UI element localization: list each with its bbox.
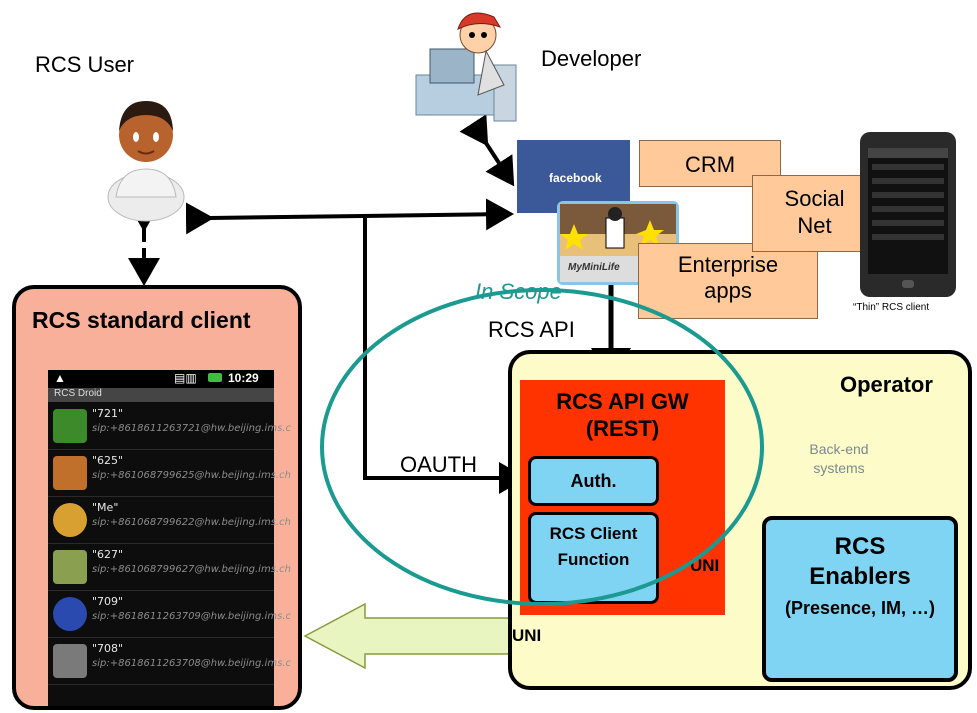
phone-time: 10:29 — [228, 371, 259, 385]
facebook-app: facebook — [517, 140, 630, 213]
contact-avatar — [53, 456, 87, 490]
in-scope-label: In Scope — [475, 279, 562, 304]
uni-inner-label: UNI — [690, 556, 720, 575]
contact-avatar — [53, 644, 87, 678]
contact-row[interactable]: "Me" sip:+861068799622@hw.beijing.ims.ch — [48, 497, 291, 544]
contact-address: sip:+8618611263709@hw.beijing.ims.c — [92, 611, 291, 622]
client-function-box: RCS Client Function — [528, 512, 659, 604]
rcs-enablers-box: RCS Enablers (Presence, IM, …) — [762, 516, 958, 682]
contact-address: sip:+8618611263708@hw.beijing.ims.c — [92, 658, 291, 669]
enterprise-apps-label: Enterprise apps — [677, 252, 779, 303]
rcs-droid-screen: ▲ ▤▥ 10:29 RCS Droid "721" sip:+86186112… — [48, 370, 291, 706]
backend-label: Back-end systems — [809, 441, 869, 476]
phone-status-bar: ▲ ▤▥ 10:29 — [48, 370, 274, 388]
enablers-title: RCS Enablers — [809, 533, 911, 590]
oauth-line — [363, 216, 527, 494]
social-net-box: Social Net — [752, 175, 877, 252]
uni-outer-label: UNI — [512, 626, 542, 645]
contact-address: sip:+861068799625@hw.beijing.ims.ch — [92, 470, 291, 481]
contact-name: "627" — [92, 548, 124, 561]
thin-client-label: “Thin” RCS client — [853, 302, 930, 313]
operator-label: Operator — [840, 372, 933, 397]
thin-client-phone — [860, 132, 956, 297]
contact-address: sip:+861068799622@hw.beijing.ims.ch — [92, 517, 291, 528]
developer-icon — [415, 12, 517, 122]
social-net-label: Social Net — [784, 186, 845, 238]
warning-icon: ▲ — [54, 371, 66, 385]
developer-label: Developer — [541, 46, 642, 71]
contact-name: "708" — [92, 642, 124, 655]
contact-row[interactable]: "709" sip:+8618611263709@hw.beijing.ims.… — [48, 591, 291, 638]
contact-row[interactable]: "721" sip:+8618611263721@hw.beijing.ims.… — [48, 403, 291, 450]
app-title: RCS Droid — [54, 388, 102, 399]
phone-app-bar: RCS Droid — [48, 388, 274, 402]
client-function-label: RCS Client Function — [549, 524, 638, 569]
crm-label: CRM — [684, 152, 736, 177]
contact-address: sip:+861068799627@hw.beijing.ims.ch — [92, 564, 291, 575]
contact-avatar — [53, 503, 87, 537]
gateway-title: RCS API GW (REST) — [556, 389, 689, 441]
contact-name: "Me" — [92, 501, 119, 514]
rcs-standard-client-label: RCS standard client — [32, 307, 251, 333]
rcs-user-label: RCS User — [35, 52, 135, 77]
enablers-subtitle: (Presence, IM, …) — [784, 598, 936, 618]
contact-name: "625" — [92, 454, 124, 467]
contact-row[interactable]: "627" sip:+861068799627@hw.beijing.ims.c… — [48, 544, 291, 591]
user-icon — [107, 101, 185, 222]
battery-icon — [208, 373, 222, 382]
enterprise-apps-box: Enterprise apps — [638, 243, 818, 319]
contact-avatar — [53, 597, 87, 631]
thin-client-screen — [868, 148, 948, 274]
contact-avatar — [53, 409, 87, 443]
facebook-logo-text: facebook — [549, 171, 602, 185]
auth-label: Auth. — [570, 471, 617, 491]
contact-row[interactable]: "625" sip:+861068799625@hw.beijing.ims.c… — [48, 450, 291, 497]
contact-name: "721" — [92, 407, 124, 420]
rcs-api-label: RCS API — [488, 317, 575, 342]
myminilife-text: MyMiniLife — [568, 262, 620, 273]
contact-avatar — [53, 550, 87, 584]
contact-name: "709" — [92, 595, 124, 608]
crm-box: CRM — [639, 140, 781, 187]
contact-row[interactable]: "708" sip:+8618611263708@hw.beijing.ims.… — [48, 638, 291, 685]
contact-address: sip:+8618611263721@hw.beijing.ims.c — [92, 423, 291, 434]
user-apps-line — [185, 198, 514, 235]
signal-icon: ▤▥ — [174, 371, 197, 385]
developer-facebook-arrow — [459, 114, 515, 187]
auth-box: Auth. — [528, 456, 659, 506]
oauth-label: OAUTH — [400, 452, 477, 477]
